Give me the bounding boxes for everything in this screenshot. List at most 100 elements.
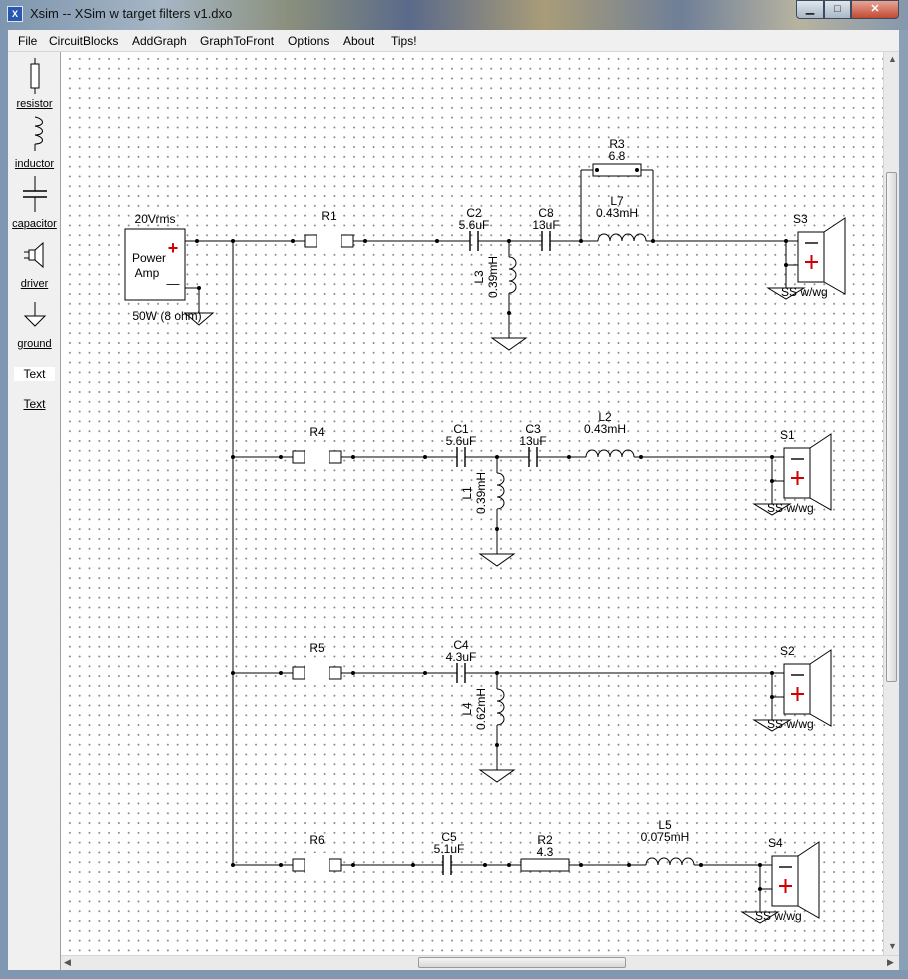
model-s4: SS w/wg	[755, 909, 802, 923]
label-l1: L1	[460, 486, 474, 500]
window-frame-right	[899, 30, 908, 979]
toolbox-capacitor[interactable]: capacitor	[12, 218, 57, 230]
title-bar[interactable]: X Xsim -- XSim w target filters v1.dxo ▁…	[0, 0, 908, 30]
vertical-scrollbar[interactable]: ▲ ▼	[883, 52, 899, 955]
capacitor-icon[interactable]	[21, 176, 49, 212]
label-l5: L5	[658, 818, 672, 832]
amp-label-line1: Power	[132, 251, 166, 265]
resistor-r6[interactable]	[305, 853, 329, 877]
minimize-button[interactable]: ▁	[796, 0, 824, 19]
menu-about[interactable]: About	[343, 34, 375, 48]
label-c4: C4	[453, 638, 469, 652]
value-l1: 0.39mH	[474, 472, 488, 514]
inductor-icon[interactable]	[21, 116, 49, 152]
label-s4: S4	[768, 836, 783, 850]
inductor-l4[interactable]	[496, 688, 505, 770]
scroll-right-arrow-icon[interactable]: ▶	[887, 957, 894, 967]
driver-s4[interactable]	[771, 841, 820, 919]
resistor-icon[interactable]	[21, 58, 49, 94]
value-c5: 5.1uF	[434, 842, 465, 856]
inductor-l2[interactable]	[585, 449, 635, 458]
toolbox-text-plain[interactable]: Text	[14, 367, 55, 381]
model-s1: SS w/wg	[767, 501, 814, 515]
value-l3: 0.39mH	[486, 256, 500, 298]
close-button[interactable]: ✕	[851, 0, 899, 19]
label-l7: L7	[610, 194, 624, 208]
resistor-r5[interactable]	[305, 661, 329, 685]
driver-s2[interactable]	[783, 649, 832, 727]
toolbox-text-link[interactable]: Text	[23, 397, 46, 411]
menu-addgraph[interactable]: AddGraph	[132, 34, 187, 48]
label-c2: C2	[466, 206, 482, 220]
amp-minus-terminal: —	[167, 276, 180, 291]
driver-icon[interactable]	[21, 238, 49, 274]
value-r3: 6.8	[609, 149, 626, 163]
toolbox-resistor[interactable]: resistor	[16, 98, 53, 110]
amp-label-line2: Amp	[135, 266, 160, 280]
menu-file[interactable]: File	[18, 34, 38, 48]
label-l2: L2	[598, 410, 612, 424]
horizontal-scrollbar[interactable]: ◀ ▶	[61, 955, 899, 970]
value-l4: 0.62mH	[474, 688, 488, 730]
amp-plus-terminal: +	[168, 238, 179, 258]
label-c5: C5	[441, 830, 457, 844]
maximize-button[interactable]: □	[824, 0, 851, 19]
schematic-canvas[interactable]: 20Vrms Power Amp + — 50W (8 ohm) R1 R4 R…	[61, 52, 883, 955]
label-c3: C3	[525, 422, 541, 436]
driver-s1[interactable]	[783, 433, 832, 511]
amp-voltage-label: 20Vrms	[135, 212, 176, 226]
vertical-scroll-thumb[interactable]	[886, 172, 897, 682]
menu-graphtofront[interactable]: GraphToFront	[200, 34, 275, 48]
resistor-r4[interactable]	[305, 445, 329, 469]
label-s1: S1	[780, 428, 795, 442]
scroll-left-arrow-icon[interactable]: ◀	[64, 957, 71, 967]
value-l7: 0.43mH	[596, 206, 638, 220]
window-title: Xsim -- XSim w target filters v1.dxo	[30, 6, 233, 21]
label-l3: L3	[472, 270, 486, 284]
resistor-r2[interactable]	[520, 858, 570, 872]
label-s3: S3	[793, 212, 808, 226]
model-s2: SS w/wg	[767, 717, 814, 731]
amp-rating-label: 50W (8 ohm)	[132, 309, 201, 323]
junction-dots	[195, 168, 788, 891]
label-s2: S2	[780, 644, 795, 658]
toolbox-driver[interactable]: driver	[20, 278, 49, 290]
value-l5: 0.075mH	[641, 830, 690, 844]
label-r1: R1	[321, 209, 337, 223]
power-amp-box[interactable]	[124, 228, 186, 301]
driver-s3[interactable]	[797, 217, 846, 295]
toolbox-ground[interactable]: ground	[17, 338, 52, 350]
inductor-l5[interactable]	[645, 857, 695, 866]
label-r5: R5	[309, 641, 325, 655]
label-r3: R3	[609, 137, 625, 151]
scroll-down-arrow-icon[interactable]: ▼	[888, 941, 897, 951]
value-c2: 5.6uF	[459, 218, 490, 232]
window-frame-bottom	[0, 970, 908, 979]
menu-bar: File CircuitBlocks AddGraph GraphToFront…	[8, 30, 899, 52]
inductor-l3[interactable]	[508, 256, 517, 338]
menu-options[interactable]: Options	[288, 34, 330, 48]
xsim-app-icon[interactable]: X	[7, 6, 23, 22]
resistor-r1[interactable]	[317, 229, 341, 253]
label-r2: R2	[537, 833, 553, 847]
inductor-l7[interactable]	[597, 233, 647, 242]
window-frame-left	[0, 30, 8, 979]
value-c8: 13uF	[532, 218, 559, 232]
menu-circuitblocks[interactable]: CircuitBlocks	[49, 34, 119, 48]
value-l2: 0.43mH	[584, 422, 626, 436]
menu-tips[interactable]: Tips!	[391, 34, 417, 48]
ground-symbol	[183, 312, 215, 326]
ground-icon[interactable]	[21, 300, 49, 336]
schematic-drawing: 20Vrms Power Amp + — 50W (8 ohm) R1 R4 R…	[124, 137, 846, 924]
resistor-r3[interactable]	[592, 163, 642, 177]
value-c3: 13uF	[519, 434, 546, 448]
component-toolbox: resistor inductor capacitor driver groun…	[8, 52, 61, 970]
value-c4: 4.3uF	[446, 650, 477, 664]
inductor-l1[interactable]	[496, 472, 505, 554]
toolbox-inductor[interactable]: inductor	[14, 158, 55, 170]
label-r6: R6	[309, 833, 325, 847]
scroll-up-arrow-icon[interactable]: ▲	[888, 54, 897, 64]
value-r2: 4.3	[537, 845, 554, 859]
horizontal-scroll-thumb[interactable]	[418, 957, 626, 968]
